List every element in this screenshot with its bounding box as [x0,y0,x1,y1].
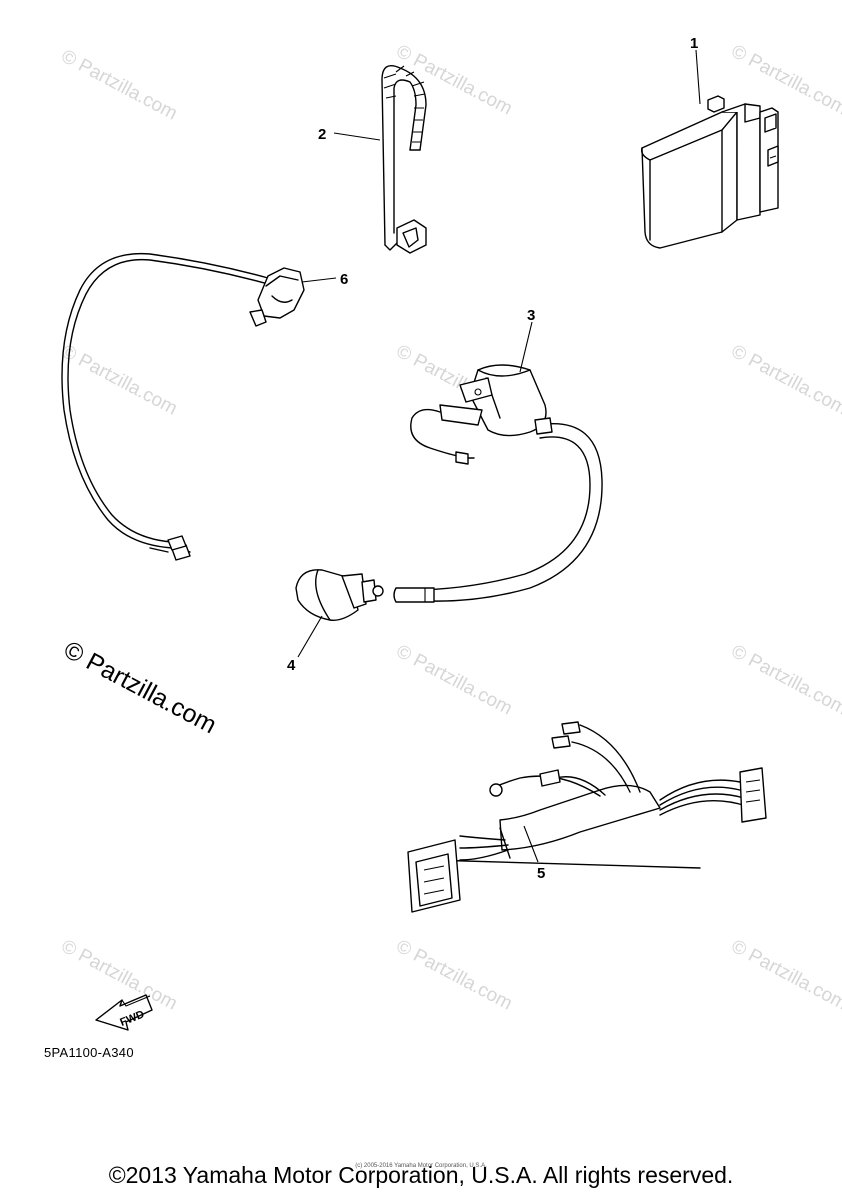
part-1-cdi-unit[interactable] [640,95,779,249]
watermark: © Partzilla.com [728,936,842,1015]
part-4-plug-cap[interactable] [295,569,384,621]
part-3-ignition-coil[interactable] [393,364,603,603]
part-5-wire-harness[interactable] [407,721,767,913]
leader-line-1 [695,49,701,105]
watermark: © Partzilla.com [393,641,516,720]
part-2-cable-band[interactable] [381,65,427,254]
watermark: © Partzilla.com [393,936,516,1015]
callout-2[interactable]: 2 [318,126,326,143]
leader-line-2 [333,132,381,141]
watermark: © Partzilla.com [393,41,516,120]
leader-line-5 [523,825,539,863]
part-6-pickup-coil[interactable] [61,252,305,561]
fwd-arrow-icon: FWD [95,994,153,1031]
leader-line-6 [301,277,337,283]
watermark: © Partzilla.com [58,341,181,420]
callout-3[interactable]: 3 [527,307,535,324]
watermark: © Partzilla.com [728,341,842,420]
watermark: © Partzilla.com [58,46,181,125]
callout-4[interactable]: 4 [287,657,296,674]
leader-line-4 [297,615,323,658]
callout-5[interactable]: 5 [537,865,545,882]
fine-print: (c) 2005-2016 Yamaha Motor Corporation, … [355,1163,487,1169]
copyright-notice: ©2013 Yamaha Motor Corporation, U.S.A. A… [108,1162,734,1188]
watermark-large: © Partzilla.com [59,636,221,740]
part-code: 5PA1100-A340 [44,1045,134,1060]
watermark: © Partzilla.com [728,641,842,720]
callout-6[interactable]: 6 [340,271,348,288]
callout-1[interactable]: 1 [690,35,698,52]
leader-line-3 [519,321,533,373]
